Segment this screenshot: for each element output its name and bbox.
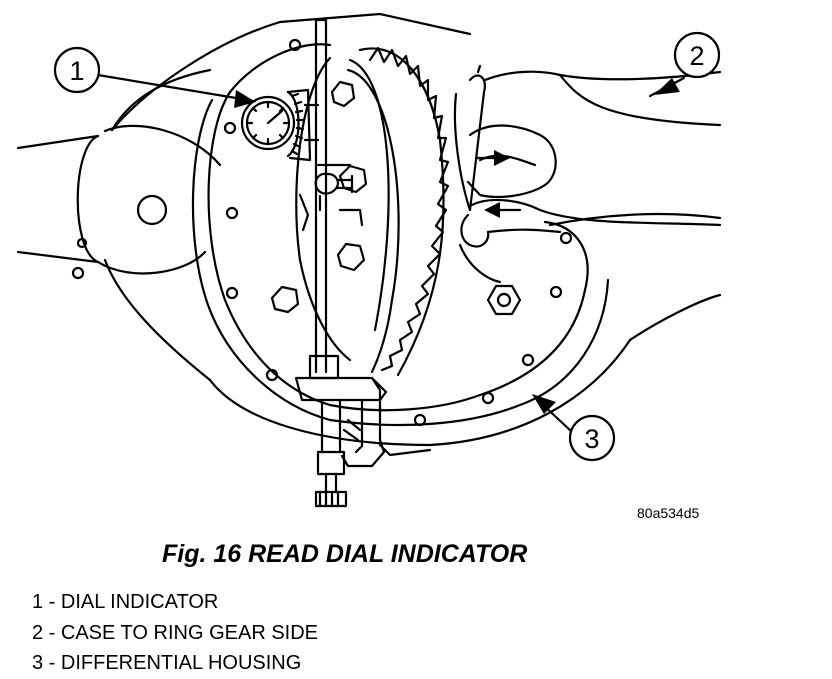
- differential-case: [270, 56, 390, 362]
- legend-item-2: 2 - CASE TO RING GEAR SIDE: [32, 621, 318, 644]
- arrowheads: [234, 78, 680, 414]
- callout-legend: 1 - DIAL INDICATOR 2 - CASE TO RING GEAR…: [32, 587, 318, 679]
- dial-indicator: [240, 88, 354, 212]
- differential-housing: [71, 12, 722, 457]
- c-clamp: [294, 376, 388, 508]
- callout-3-number: 3: [584, 424, 599, 454]
- callout-1: 1: [53, 46, 101, 94]
- ring-gear: [346, 46, 450, 377]
- indicator-rod: [308, 18, 340, 380]
- differential-illustration: 1 2 3 80a534d5: [16, 12, 722, 521]
- callout-2-number: 2: [689, 41, 704, 71]
- callout-2: 2: [673, 31, 721, 79]
- art-code: 80a534d5: [637, 505, 700, 521]
- legend-item-1: 1 - DIAL INDICATOR: [32, 591, 219, 613]
- figure-caption: Fig. 16 READ DIAL INDICATOR: [162, 540, 528, 568]
- hand-lower: [458, 198, 722, 284]
- pry-tool: [453, 64, 486, 212]
- callout-1-number: 1: [69, 56, 84, 86]
- callout-leaders: [96, 73, 686, 434]
- axle-tube: [16, 124, 222, 275]
- callout-3: 3: [568, 414, 616, 462]
- legend-item-3: 3 - DIFFERENTIAL HOUSING: [32, 652, 302, 674]
- hand-upper: [466, 70, 722, 199]
